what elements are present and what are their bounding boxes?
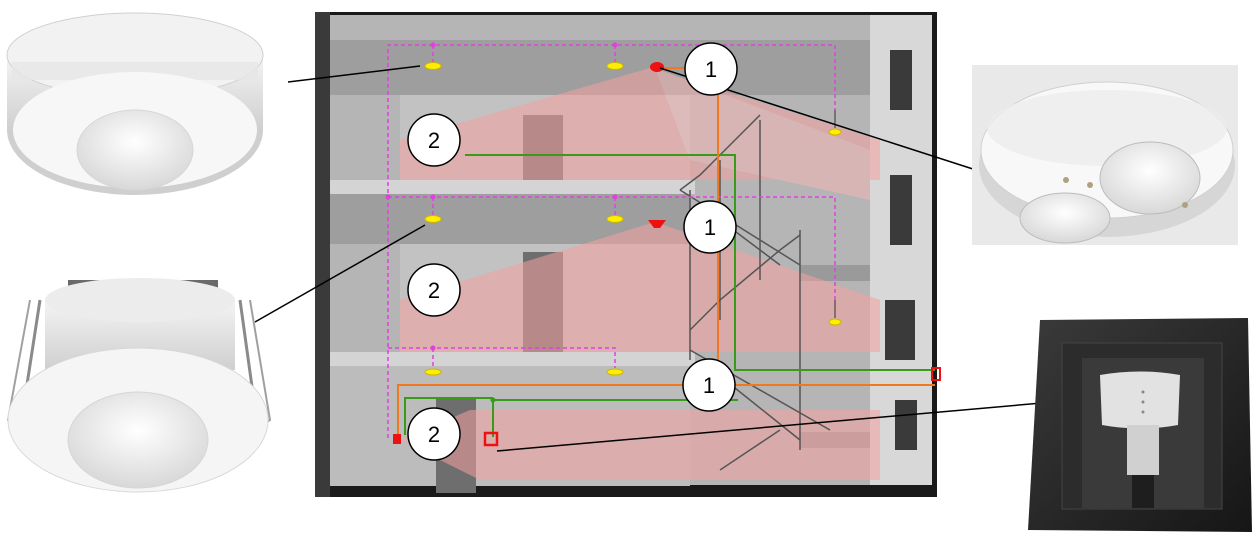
callout-2-top: 2 [407, 113, 461, 167]
ceiling-sensor-marker [650, 62, 664, 72]
callout-label: 1 [705, 57, 717, 82]
callout-2-mid: 2 [407, 263, 461, 317]
ceiling-sensor-marker [648, 220, 666, 228]
luminaire [606, 368, 624, 376]
luminaire [606, 215, 624, 223]
callouts: 1 2 1 2 1 2 [407, 42, 738, 461]
recessed-ceiling-sensor-image [6, 278, 272, 493]
dual-head-ceiling-sensor-image [972, 65, 1238, 245]
callout-1-bot: 1 [682, 358, 736, 412]
callout-label: 2 [428, 128, 440, 153]
detection-zones [400, 68, 880, 480]
luminaire [828, 318, 842, 326]
luminaire [424, 368, 442, 376]
callout-label: 2 [428, 422, 440, 447]
callout-label: 2 [428, 278, 440, 303]
luminaire [424, 215, 442, 223]
bus-wiring [387, 44, 836, 438]
callout-2-bot: 2 [407, 407, 461, 461]
luminaires [424, 62, 842, 376]
luminaire [828, 128, 842, 136]
luminaire [606, 62, 624, 70]
wall-sensor-marker [483, 431, 499, 447]
callout-1-mid: 1 [683, 200, 737, 254]
wall-sensor-marker [393, 434, 401, 444]
callout-label: 1 [704, 215, 716, 240]
wall-sensor-marker [931, 367, 941, 381]
surface-ceiling-sensor-image [6, 12, 264, 195]
callout-label: 1 [703, 373, 715, 398]
section-sensors [385, 42, 941, 447]
wall-switch-sensor-image [1028, 318, 1252, 532]
luminaire [424, 62, 442, 70]
callout-1-top: 1 [684, 42, 738, 96]
